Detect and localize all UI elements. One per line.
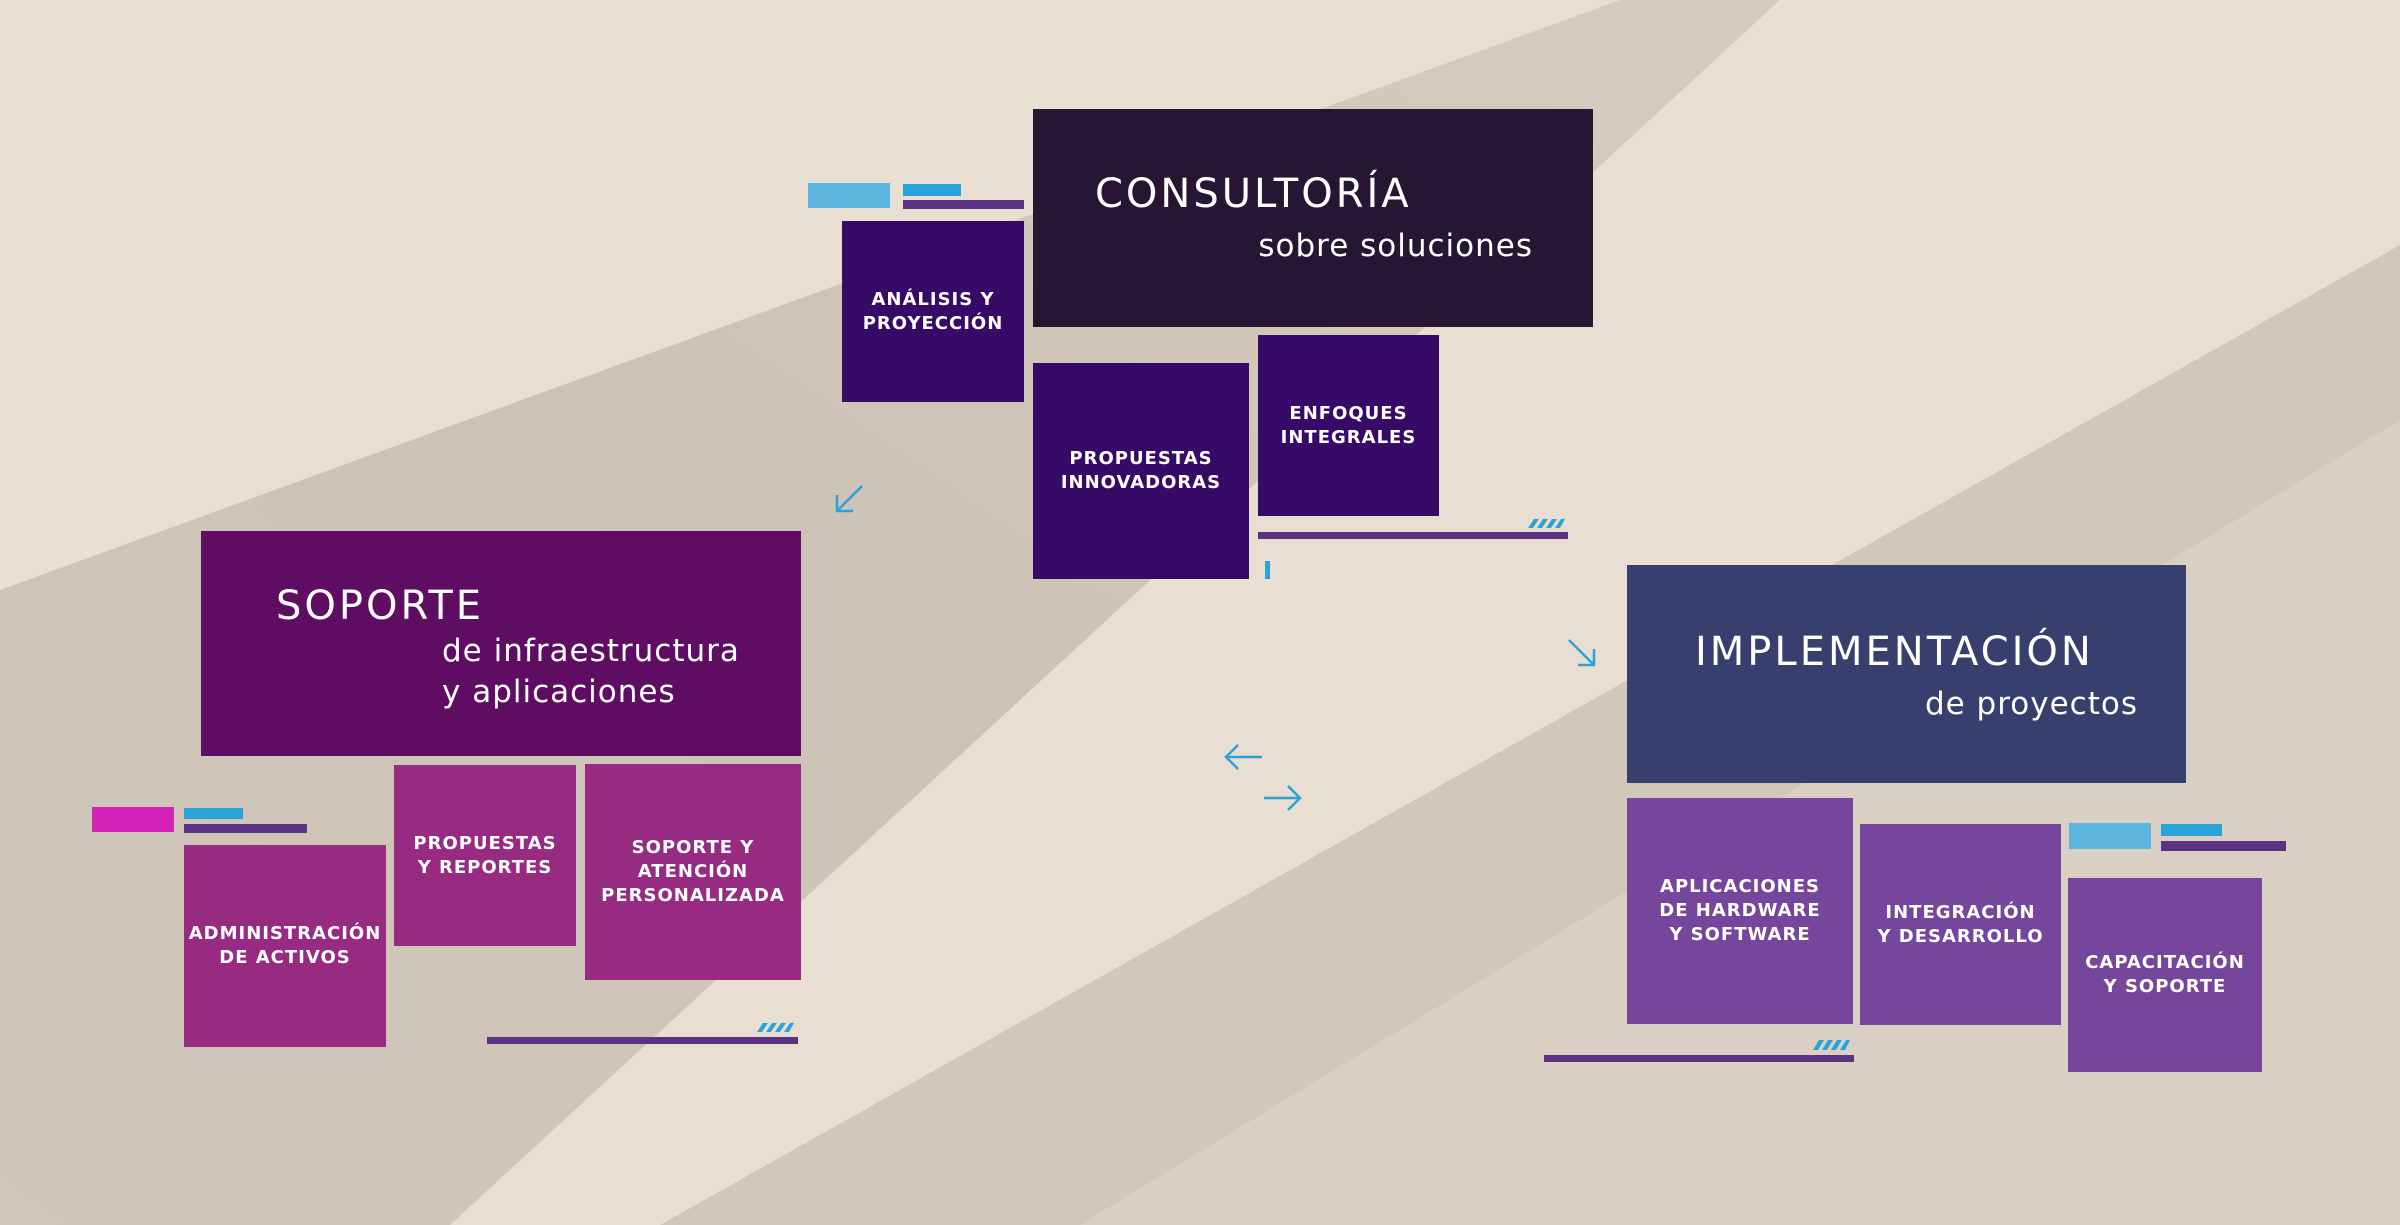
accent-bar <box>808 183 890 208</box>
accent-bar <box>2069 823 2151 849</box>
implementacion-item-capacitacion: CAPACITACIÓN Y SOPORTE <box>2068 878 2262 1072</box>
implementacion-item-integracion: INTEGRACIÓN Y DESARROLLO <box>1860 824 2061 1025</box>
accent-bar <box>2161 841 2286 851</box>
soporte-item-administracion: ADMINISTRACIÓN DE ACTIVOS <box>184 845 386 1047</box>
accent-bar <box>1258 532 1568 539</box>
soporte-subtitle: de infraestructura y aplicaciones <box>442 633 740 710</box>
implementacion-item-aplicaciones: APLICACIONES DE HARDWARE Y SOFTWARE <box>1627 798 1853 1024</box>
accent-bar <box>92 807 174 832</box>
accent-bar <box>1265 561 1270 579</box>
hatch-mark <box>1528 519 1565 528</box>
implementacion-subtitle: de proyectos <box>1924 686 2138 722</box>
implementacion-title: IMPLEMENTACIÓN <box>1695 629 2094 675</box>
accent-bar <box>903 200 1024 209</box>
soporte-item-atencion: SOPORTE Y ATENCIÓN PERSONALIZADA <box>585 764 801 980</box>
hatch-mark <box>1813 1040 1850 1050</box>
implementacion-header: IMPLEMENTACIÓN de proyectos <box>1627 565 2186 783</box>
accent-bar <box>184 808 243 819</box>
consultoria-title: CONSULTORÍA <box>1095 171 1412 217</box>
soporte-item-propuestas: PROPUESTAS Y REPORTES <box>394 765 576 946</box>
accent-bar <box>487 1037 798 1044</box>
arrow-down-right-icon <box>1568 639 1596 667</box>
soporte-header: SOPORTE de infraestructura y aplicacione… <box>201 531 801 756</box>
consultoria-item-enfoques: ENFOQUES INTEGRALES <box>1258 335 1439 516</box>
soporte-title: SOPORTE <box>276 583 485 629</box>
arrow-right-icon <box>1264 785 1302 811</box>
arrow-left-icon <box>1224 744 1262 770</box>
accent-bar <box>2161 824 2222 836</box>
consultoria-item-analisis: ANÁLISIS Y PROYECCIÓN <box>842 221 1024 402</box>
arrow-down-left-icon <box>835 485 863 513</box>
consultoria-header: CONSULTORÍA sobre soluciones <box>1033 109 1593 327</box>
accent-bar <box>184 824 307 833</box>
accent-bar <box>903 184 961 196</box>
consultoria-item-propuestas: PROPUESTAS INNOVADORAS <box>1033 363 1249 579</box>
accent-bar <box>1544 1055 1854 1062</box>
hatch-mark <box>757 1023 794 1032</box>
consultoria-subtitle: sobre soluciones <box>1258 228 1533 264</box>
